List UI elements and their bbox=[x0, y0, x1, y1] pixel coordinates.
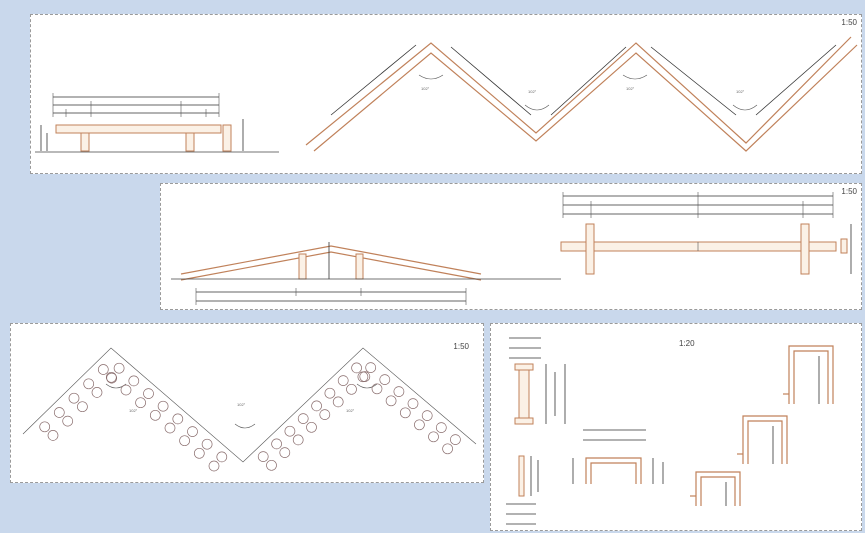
hole-circle bbox=[332, 396, 344, 408]
hole-circle bbox=[421, 410, 433, 421]
hole-circle bbox=[271, 438, 282, 450]
middle-plan bbox=[560, 192, 852, 275]
hole-circle bbox=[311, 400, 322, 412]
bottom-right-details bbox=[506, 337, 834, 525]
hole-circle bbox=[157, 400, 169, 412]
hole-circle bbox=[399, 407, 411, 419]
top-zigzag-plan: 102° 102° 102° 102° bbox=[305, 36, 858, 152]
hole-circle bbox=[201, 438, 213, 450]
scale-label-middle: 1:50 bbox=[841, 187, 857, 196]
hole-circle bbox=[414, 419, 425, 431]
hole-circle bbox=[39, 421, 51, 433]
hole-circle bbox=[306, 421, 317, 433]
hole-circle bbox=[77, 401, 88, 413]
hole-circle bbox=[113, 362, 125, 374]
hole-circle bbox=[187, 426, 198, 437]
hole-circle bbox=[179, 435, 190, 447]
frame-detail bbox=[572, 429, 664, 484]
hole-circle bbox=[407, 398, 419, 409]
hole-circle bbox=[135, 397, 146, 409]
hole-circle bbox=[216, 451, 228, 463]
hole-circle bbox=[284, 425, 296, 437]
top-left-elevation bbox=[35, 93, 279, 153]
hole-circle bbox=[149, 409, 161, 421]
step-frames bbox=[690, 345, 834, 506]
hole-circle bbox=[97, 364, 109, 375]
scale-label-bottom-left: 1:50 bbox=[453, 342, 469, 351]
middle-elevation bbox=[171, 242, 561, 305]
svg-text:102°: 102° bbox=[736, 89, 745, 94]
middle-drawing bbox=[171, 192, 852, 305]
scale-label-bottom-right: 1:20 bbox=[679, 339, 695, 348]
hole-circle bbox=[319, 409, 331, 420]
hole-circle bbox=[143, 388, 154, 399]
hole-circle bbox=[393, 386, 405, 397]
middle-panel: 1:50 bbox=[160, 183, 862, 310]
hole-circle bbox=[128, 375, 140, 387]
top-panel: 1:50 bbox=[30, 14, 862, 174]
hole-circle bbox=[297, 413, 309, 424]
hole-circle bbox=[164, 422, 176, 434]
svg-text:102°: 102° bbox=[237, 402, 246, 407]
svg-text:102°: 102° bbox=[421, 86, 430, 91]
bottom-left-panel: 1:50 102° 102° 102° bbox=[10, 323, 484, 483]
svg-text:102°: 102° bbox=[346, 408, 355, 413]
svg-text:102°: 102° bbox=[129, 408, 138, 413]
svg-text:102°: 102° bbox=[528, 89, 537, 94]
hole-circle bbox=[359, 371, 371, 382]
hole-circle bbox=[68, 392, 80, 404]
hole-circle bbox=[357, 371, 369, 383]
hole-circle bbox=[91, 387, 103, 398]
bottom-left-pattern: 102° 102° 102° bbox=[22, 347, 477, 472]
hole-circle bbox=[53, 407, 65, 418]
scale-label-top: 1:50 bbox=[841, 18, 857, 27]
hole-circle bbox=[442, 443, 453, 455]
hole-circle bbox=[120, 384, 132, 396]
hole-circle bbox=[266, 459, 277, 471]
hole-circle bbox=[47, 430, 59, 441]
hole-circle bbox=[337, 375, 349, 386]
hole-circle bbox=[428, 431, 439, 443]
hole-circle bbox=[351, 362, 362, 374]
hole-circle bbox=[324, 387, 336, 399]
top-drawing: 102° 102° 102° 102° bbox=[35, 36, 858, 153]
hole-circle bbox=[379, 374, 391, 385]
hole-circle bbox=[292, 434, 304, 446]
hole-circle bbox=[435, 422, 447, 433]
hole-circle bbox=[279, 447, 291, 458]
hole-circle bbox=[83, 378, 95, 390]
hole-circle bbox=[62, 415, 74, 427]
hole-circle bbox=[208, 460, 220, 472]
hole-circle bbox=[193, 447, 205, 459]
hole-circle bbox=[346, 383, 357, 395]
beam-section-details bbox=[506, 337, 566, 525]
hole-circle bbox=[257, 451, 269, 462]
hole-circle bbox=[385, 395, 397, 407]
hole-circle bbox=[365, 362, 377, 373]
svg-text:102°: 102° bbox=[626, 86, 635, 91]
hole-circle bbox=[450, 434, 461, 445]
hole-circle bbox=[371, 383, 383, 395]
bottom-right-panel: 1:20 bbox=[490, 323, 862, 531]
hole-circle bbox=[172, 413, 184, 425]
hole-circle bbox=[105, 371, 117, 383]
